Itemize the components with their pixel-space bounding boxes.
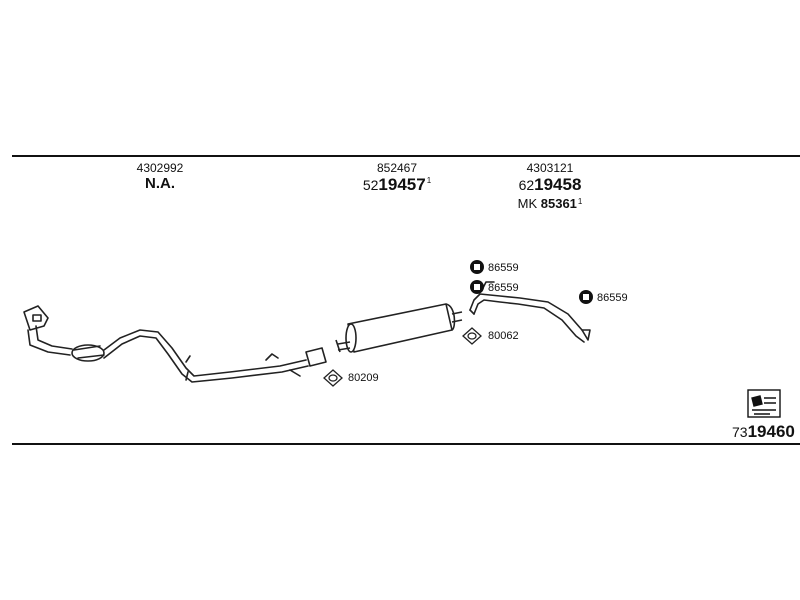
- part-front-pipe-status: N.A.: [145, 175, 175, 192]
- part-tail-pipe-number: 4303121: [526, 161, 574, 175]
- part-tail-pipe-code: 6219458: [518, 175, 582, 194]
- part-middle-silencer-number: 852467: [376, 161, 418, 175]
- exhaust-set-icon: [747, 389, 781, 418]
- part-tail-pipe: 4303121 6219458 MK 853611: [518, 161, 583, 211]
- part-front-pipe: 4302992 N.A.: [137, 161, 184, 192]
- clamp-label-3: 86559: [597, 292, 628, 304]
- part-front-pipe-number: 4302992: [136, 161, 184, 175]
- clamp-label-1: 86559: [488, 262, 519, 274]
- middle-silencer-drawing: [335, 303, 463, 353]
- gasket-icon-2: [323, 369, 343, 387]
- tail-pipe-drawing: [469, 281, 591, 343]
- bottom-divider-line: [12, 443, 800, 445]
- clamp-icon-2: [470, 280, 484, 294]
- clamp-icon-1: [470, 260, 484, 274]
- part-tail-pipe-kit: MK 853611: [517, 196, 583, 211]
- gasket-label-2: 80209: [348, 372, 379, 384]
- front-pipe-drawing: [23, 305, 327, 383]
- part-middle-silencer-code: 52194571: [362, 175, 432, 194]
- clamp-label-2: 86559: [488, 282, 519, 294]
- complete-set-number: 7319460: [732, 422, 795, 441]
- part-middle-silencer: 852467 52194571: [363, 161, 431, 195]
- gasket-icon-1: [462, 327, 482, 345]
- clamp-icon-3: [579, 290, 593, 304]
- top-divider-line: [12, 155, 800, 157]
- gasket-label-1: 80062: [488, 330, 519, 342]
